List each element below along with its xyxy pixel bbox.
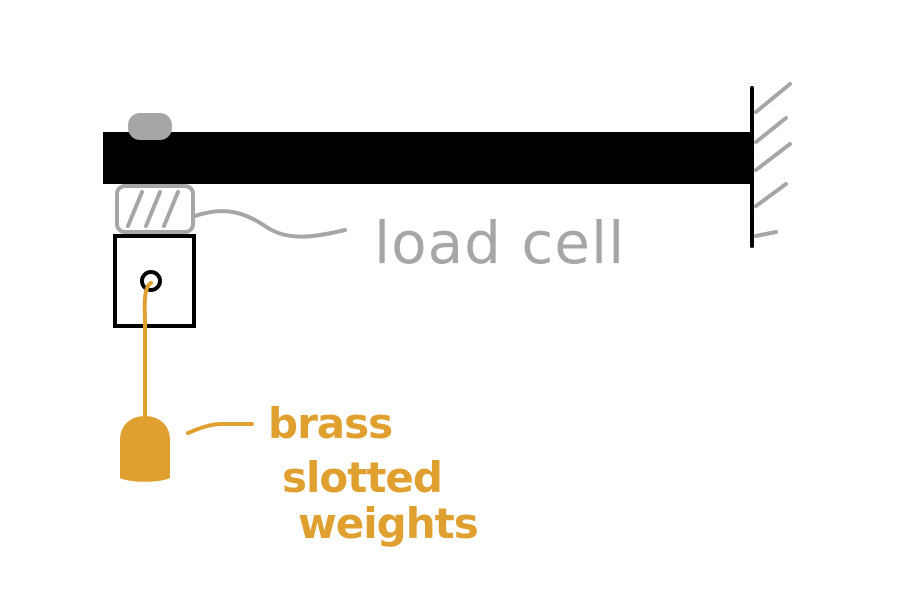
weights-label-line-2: slotted	[282, 453, 442, 502]
hanger-string	[142, 281, 153, 424]
hanger-hole	[140, 270, 162, 292]
weights-label-line-1: brass	[268, 399, 392, 448]
weights-label: brass slotted weights	[268, 399, 479, 548]
brass-slotted-weights	[120, 416, 170, 482]
bolt-head	[128, 113, 172, 140]
load-cell-hatching	[126, 190, 180, 228]
load-cell-label: load cell	[374, 209, 625, 277]
wall-support	[750, 82, 792, 248]
load-cell-leader-line	[193, 209, 347, 239]
wall-hatching	[754, 82, 792, 238]
weights-label-line-3: weights	[298, 499, 478, 548]
load-cell	[115, 184, 195, 234]
cantilever-beam	[103, 132, 754, 184]
weights-leader-line	[186, 422, 254, 435]
